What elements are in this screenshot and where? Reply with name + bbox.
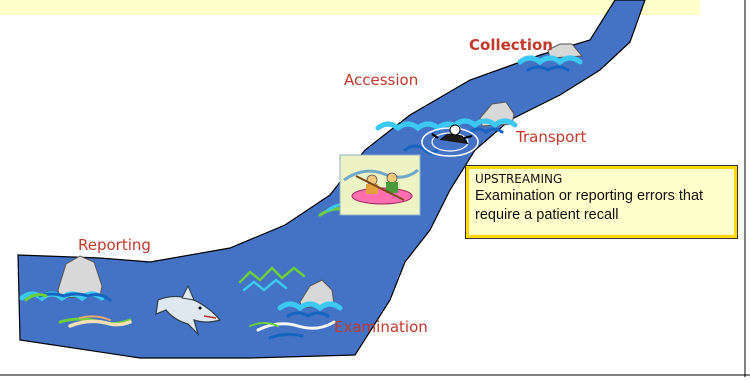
shark-icon	[155, 284, 222, 337]
swimmer-icon	[421, 124, 479, 157]
seaweed-icon	[58, 315, 132, 328]
stage-label-examination: Examination	[334, 318, 428, 336]
seaweed-icon	[238, 266, 306, 292]
raft-icon	[339, 154, 421, 216]
wave-icon	[375, 118, 518, 134]
callout-body: Examination or reporting errors that req…	[475, 188, 704, 223]
top-banner	[0, 0, 700, 15]
stage-label-collection: Collection	[469, 36, 553, 54]
upstreaming-callout: UPSTREAMING Examination or reporting err…	[465, 165, 738, 239]
wave-icon	[19, 291, 112, 302]
river	[17, 0, 646, 359]
callout-title: UPSTREAMING	[475, 172, 563, 186]
stage-label-transport: Transport	[516, 128, 587, 146]
stage-label-reporting: Reporting	[78, 236, 151, 254]
wave-icon	[277, 301, 343, 318]
wave-icon	[517, 55, 583, 72]
stage-label-accession: Accession	[344, 71, 419, 89]
seaweed-icon	[249, 320, 336, 340]
seaweed-icon	[403, 144, 439, 155]
